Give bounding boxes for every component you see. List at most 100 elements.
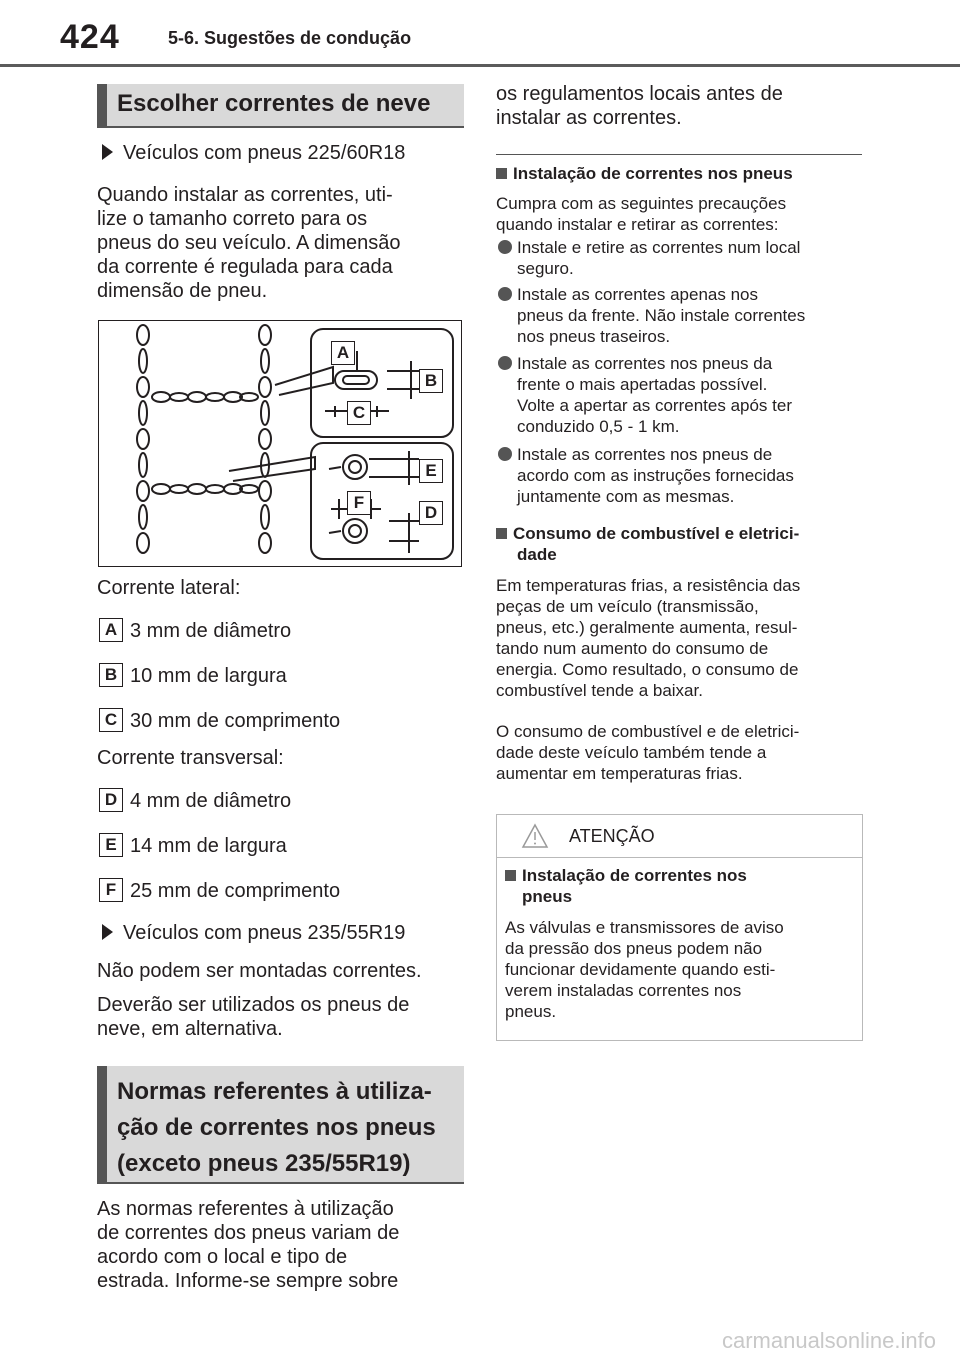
cross-chain-heading: Corrente transversal: (97, 747, 284, 769)
warning-title: ATENÇÃO (569, 826, 655, 846)
chain-dimension-figure: A B C E F D (98, 320, 462, 567)
bullet-dot-icon (498, 240, 512, 254)
arrow-icon (102, 924, 113, 940)
text-line: conduzido 0,5 - 1 km. (517, 417, 680, 436)
figure-label-f: F (347, 491, 371, 515)
square-bullet-icon (496, 528, 507, 539)
square-bullet-icon (496, 168, 507, 179)
precaution-bullet: Instale as correntes apenas nos pneus da… (498, 284, 862, 347)
text-line: nos pneus traseiros. (517, 327, 671, 346)
spec-label-b: B (99, 663, 123, 687)
warning-text: As válvulas e transmissores de aviso da … (505, 917, 784, 1022)
text-line: pneus da frente. Não instale correntes (517, 306, 806, 325)
side-chain-heading: Corrente lateral: (97, 577, 241, 599)
text-line: Instale e retire as correntes num local (517, 238, 801, 257)
text-line: funcionar devidamente quando esti- (505, 960, 776, 979)
side-chain-left (136, 324, 150, 554)
section-heading-regulations: Normas referentes à utiliza- ção de corr… (97, 1066, 464, 1184)
text-line: Cumpra com as seguintes precauções (496, 194, 787, 213)
no-chains-text: Não podem ser montadas correntes. (97, 960, 422, 982)
vehicle-item-text: Veículos com pneus 235/55R19 (123, 922, 406, 944)
warning-subtitle: Instalação de correntes nos (522, 866, 747, 885)
text-line: acordo com o local e tipo de (97, 1246, 348, 1268)
arrow-icon (102, 144, 113, 160)
spec-d-text: 4 mm de diâmetro (130, 790, 292, 812)
text-line: dade deste veículo também tende a (496, 743, 767, 762)
text-line: frente o mais apertadas possível. (517, 375, 768, 394)
subsection-title: Consumo de combustível e eletrici- (513, 524, 800, 543)
spec-label-d: D (99, 788, 123, 812)
section-heading-snow-chains: Escolher correntes de neve (97, 84, 464, 128)
chain-illustration (136, 324, 454, 560)
watermark: carmanualsonline.info (721, 1328, 936, 1353)
text-line: Em temperaturas frias, a resistência das (496, 576, 801, 595)
intro-paragraph: Quando instalar as correntes, uti- lize … (97, 183, 401, 303)
text-line: Instale as correntes apenas nos (517, 285, 758, 304)
text-line: As válvulas e transmissores de aviso (505, 918, 784, 937)
warning-box: ATENÇÃO Instalação de correntes nos pneu… (496, 814, 863, 1041)
cross-chain-top (151, 391, 259, 403)
page-number: 424 (60, 18, 120, 56)
text-line: Instale as correntes nos pneus da (517, 354, 773, 373)
text-line: quando instalar e retirar as correntes: (496, 215, 779, 234)
cross-chain-bottom (151, 483, 259, 495)
precaution-bullet: Instale as correntes nos pneus da frente… (498, 353, 862, 437)
consumption-paragraph-2: O consumo de combustível e de eletrici- … (496, 721, 799, 784)
text-line: juntamente com as mesmas. (517, 487, 735, 506)
section-title: 5-6. Sugestões de condução (168, 28, 412, 48)
text-line: As normas referentes à utilização (97, 1198, 394, 1220)
bullet-dot-icon (498, 287, 512, 301)
text-line: pneus. (505, 1002, 557, 1021)
text-line: pneus, etc.) geralmente aumenta, resul- (496, 618, 798, 637)
text-line: instalar as correntes. (496, 107, 682, 129)
text-line: da pressão dos pneus podem não (505, 939, 763, 958)
subsection-title: dade (517, 545, 557, 564)
vehicle-item-225: Veículos com pneus 225/60R18 (102, 142, 405, 165)
precaution-bullet: Instale e retire as correntes num local … (498, 237, 862, 279)
subsection-divider (496, 154, 862, 155)
spec-label-f: F (99, 878, 123, 902)
spec-a-text: 3 mm de diâmetro (130, 620, 292, 642)
header-divider (0, 64, 960, 67)
subsection-title: Instalação de correntes nos pneus (513, 164, 793, 183)
text-line: Quando instalar as correntes, uti- (97, 184, 393, 206)
subsection-installation: Instalação de correntes nos pneus (496, 163, 793, 184)
text-line: Instale as correntes nos pneus de (517, 445, 773, 464)
text-line: combustível tende a baixar. (496, 681, 703, 700)
spec-label-e: E (99, 833, 123, 857)
warning-triangle-icon (521, 823, 549, 848)
text-line: seguro. (517, 259, 574, 278)
vehicle-item-235: Veículos com pneus 235/55R19 (102, 922, 405, 945)
spec-e-text: 14 mm de largura (130, 835, 287, 857)
subsection-consumption: Consumo de combustível e eletrici- dade (496, 523, 799, 565)
text-line: Deverão ser utilizados os pneus de (97, 994, 410, 1016)
installation-intro: Cumpra com as seguintes precauções quand… (496, 193, 786, 235)
text-line: pneus do seu veículo. A dimensão (97, 232, 401, 254)
text-line: tando num aumento do consumo de (496, 639, 769, 658)
spec-c-text: 30 mm de comprimento (130, 710, 341, 732)
regulations-continued: os regulamentos locais antes de instalar… (496, 82, 783, 130)
text-line: neve, em alternativa. (97, 1018, 283, 1040)
side-chain-right (258, 324, 272, 554)
square-bullet-icon (505, 870, 516, 881)
figure-label-d: D (419, 501, 443, 525)
bullet-dot-icon (498, 356, 512, 370)
precaution-bullet: Instale as correntes nos pneus de acordo… (498, 444, 862, 507)
section-heading-text: ção de correntes nos pneus (117, 1114, 436, 1141)
section-heading-text: Escolher correntes de neve (117, 90, 431, 117)
regulations-paragraph: As normas referentes à utilização de cor… (97, 1197, 399, 1293)
text-line: aumentar em temperaturas frias. (496, 764, 743, 783)
text-line: da corrente é regulada para cada (97, 256, 393, 278)
text-line: os regulamentos locais antes de (496, 83, 783, 105)
text-line: peças de um veículo (transmissão, (496, 597, 759, 616)
spec-f-text: 25 mm de comprimento (130, 880, 341, 902)
bullet-dot-icon (498, 447, 512, 461)
text-line: acordo com as instruções fornecidas (517, 466, 794, 485)
section-heading-text: Normas referentes à utiliza- (117, 1078, 432, 1105)
warning-subsection: Instalação de correntes nos pneus (505, 865, 747, 907)
snow-tires-text: Deverão ser utilizados os pneus de neve,… (97, 993, 409, 1041)
text-line: O consumo de combustível e de eletrici- (496, 722, 800, 741)
text-line: verem instaladas correntes nos (505, 981, 742, 1000)
spec-label-c: C (99, 708, 123, 732)
consumption-paragraph-1: Em temperaturas frias, a resistência das… (496, 575, 800, 701)
